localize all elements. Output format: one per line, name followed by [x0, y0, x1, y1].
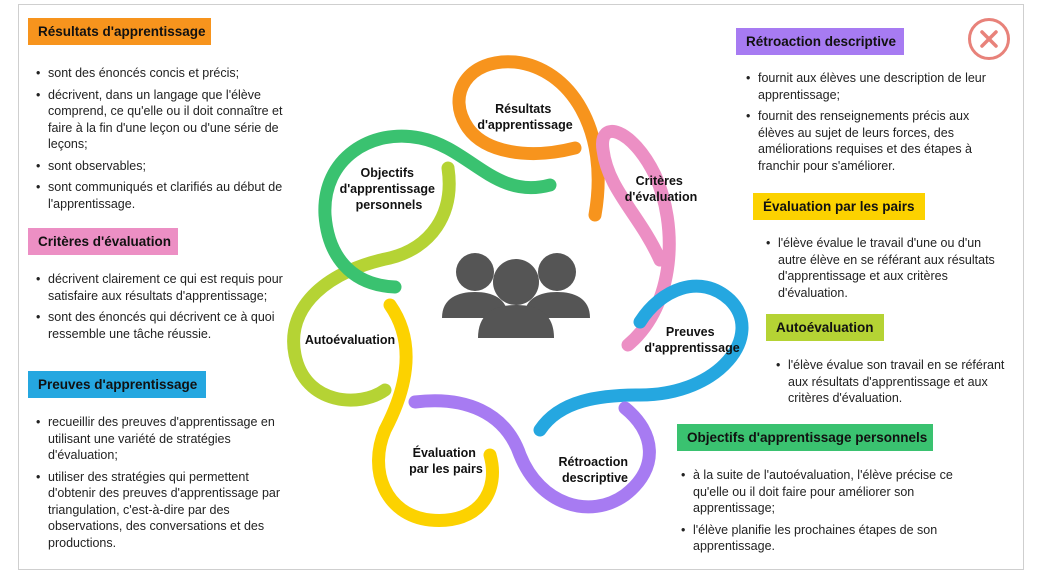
title-preuves: Preuves d'apprentissage [28, 371, 206, 398]
list-item: recueillir des preuves d'apprentissage e… [36, 414, 291, 464]
close-icon [980, 30, 998, 48]
node-label-criteres: Critères d'évaluation [625, 174, 697, 204]
title-auto: Autoévaluation [766, 314, 884, 341]
list-item: fournit aux élèves une description de le… [746, 70, 996, 103]
title-pairs: Évaluation par les pairs [753, 193, 925, 220]
arc-pairs [372, 298, 499, 527]
list-item: sont observables; [36, 158, 291, 175]
list-item: sont des énoncés concis et précis; [36, 65, 291, 82]
people-group-icon [442, 253, 590, 338]
title-criteres: Critères d'évaluation [28, 228, 178, 255]
node-label-objectifs: Objectifs d'apprentissage personnels [340, 166, 439, 212]
title-objectifs: Objectifs d'apprentissage personnels [677, 424, 933, 451]
title-retroaction: Rétroaction descriptive [736, 28, 904, 55]
close-button[interactable] [968, 18, 1010, 60]
node-label-auto: Autoévaluation [305, 333, 395, 347]
list-item: l'élève évalue le travail d'une ou d'un … [766, 235, 1001, 301]
list-item: décrivent clairement ce qui est requis p… [36, 271, 286, 304]
list-item: utiliser des stratégies qui permettent d… [36, 469, 291, 552]
title-resultats: Résultats d'apprentissage [28, 18, 211, 45]
arc-auto [287, 161, 456, 407]
list-item: fournit des renseignements précis aux él… [746, 108, 996, 174]
list-item: l'élève évalue son travail en se référan… [776, 357, 1016, 407]
arc-resultats [452, 55, 605, 222]
list-resultats: sont des énoncés concis et précis; décri… [36, 65, 291, 217]
list-item: sont des énoncés qui décrivent ce à quoi… [36, 309, 286, 342]
list-retroaction: fournit aux élèves une description de le… [746, 70, 996, 179]
list-criteres: décrivent clairement ce qui est requis p… [36, 271, 286, 347]
arc-preuves [533, 279, 749, 437]
list-item: décrivent, dans un langage que l'élève c… [36, 87, 291, 153]
arc-criteres [596, 125, 676, 352]
arc-objectifs [318, 129, 557, 294]
arc-retroaction [408, 394, 656, 514]
node-label-retroaction: Rétroaction descriptive [559, 455, 632, 485]
list-pairs: l'élève évalue le travail d'une ou d'un … [766, 235, 1001, 306]
list-preuves: recueillir des preuves d'apprentissage e… [36, 414, 291, 556]
node-label-preuves: Preuves d'apprentissage [644, 325, 739, 355]
list-item: à la suite de l'autoévaluation, l'élève … [681, 467, 956, 517]
list-item: l'élève planifie les prochaines étapes d… [681, 522, 956, 555]
list-auto: l'élève évalue son travail en se référan… [776, 357, 1016, 412]
list-objectifs: à la suite de l'autoévaluation, l'élève … [681, 467, 956, 560]
node-label-resultats: Résultats d'apprentissage [477, 102, 572, 132]
node-label-pairs: Évaluation par les pairs [409, 445, 483, 476]
list-item: sont communiqués et clarifiés au début d… [36, 179, 291, 212]
